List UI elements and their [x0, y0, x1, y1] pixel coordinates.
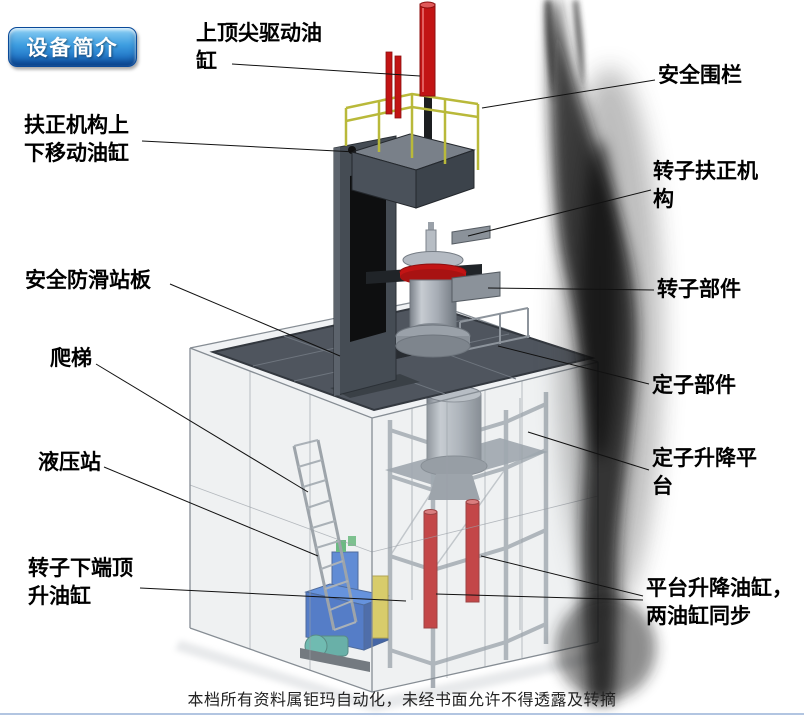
enclosure-walls [189, 299, 599, 693]
callout-safety-fence: 安全围栏 [658, 64, 742, 87]
footer-watermark: 本档所有资料属钜玛自动化，未经书面允许不得透露及转摘 [187, 692, 617, 709]
rotor-assembly [395, 222, 501, 358]
leader-stator-part [497, 345, 650, 385]
callout-rotor-centering-mechanism: 转子扶正机 构 [653, 160, 758, 211]
callout-top-spindle-cylinder: 上顶尖驱动油 缸 [196, 22, 322, 73]
stator-assembly [420, 385, 488, 500]
leader-stator-lift-platform [527, 431, 650, 471]
bottom-rule [0, 713, 804, 715]
leader-top-spindle-cylinder [231, 63, 421, 77]
leader-ladder [95, 363, 309, 493]
spindle-connector [424, 96, 432, 140]
platform-lift-cylinders [423, 499, 480, 629]
leader-centering-lift-cylinder [141, 140, 357, 153]
leader-anti-slip-platform [169, 283, 341, 357]
callout-stator-part: 定子部件 [652, 374, 736, 397]
callout-platform-lift-cylinders: 平台升降油缸， 两油缸同步 [646, 577, 793, 628]
safety-fence [344, 92, 480, 170]
leader-hydraulic-station [103, 466, 319, 557]
callout-ladder: 爬梯 [50, 347, 92, 370]
ground-shadow [175, 640, 610, 712]
leader-rotor-bottom-jack-cylinder [139, 587, 407, 602]
leader-platform-lift-cylinder-1 [480, 555, 644, 597]
title-badge-label: 设备简介 [26, 37, 119, 60]
callout-stator-lift-platform: 定子升降平 台 [652, 447, 757, 498]
title-badge: 设备简介 [8, 27, 137, 67]
leader-rotor-part [487, 287, 655, 291]
press-column [330, 135, 420, 398]
leader-platform-lift-cylinder-2 [435, 593, 644, 601]
top-spindle-cylinder [385, 1, 436, 119]
callout-rotor-bottom-jack-cylinder: 转子下端顶 升油缸 [28, 557, 133, 608]
callout-anti-slip-platform: 安全防滑站板 [25, 269, 151, 292]
callout-hydraulic-station: 液压站 [38, 451, 101, 474]
ink-smudge [544, 0, 662, 702]
callout-rotor-part: 转子部件 [657, 278, 741, 301]
leader-safety-fence [481, 79, 656, 109]
leader-rotor-centering-mechanism [467, 189, 652, 237]
callout-centering-lift-cylinder: 扶正机构上 下移动油缸 [24, 114, 129, 165]
leader-lines [95, 63, 656, 602]
